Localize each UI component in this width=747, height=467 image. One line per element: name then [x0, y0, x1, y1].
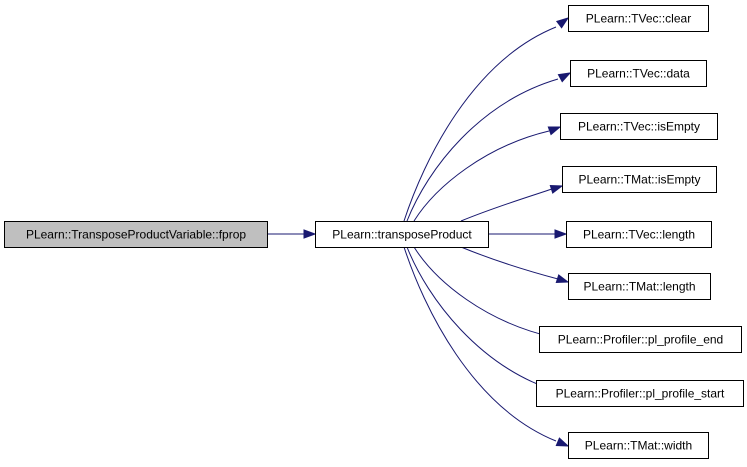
node-n8[interactable]: PLearn::Profiler::pl_profile_end [539, 326, 742, 353]
node-n3[interactable]: PLearn::TVec::data [570, 60, 707, 87]
edge-line [413, 130, 550, 222]
node-label: PLearn::TransposeProductVariable::fprop [26, 228, 246, 242]
node-n4[interactable]: PLearn::TVec::isEmpty [560, 113, 718, 140]
node-box[interactable] [315, 221, 489, 248]
edge-line [460, 246, 559, 280]
node-label: PLearn::Profiler::pl_profile_end [558, 333, 723, 347]
edge-n1-to-n4 [413, 126, 562, 222]
edge-line [406, 78, 559, 222]
edge-n1-to-n6 [488, 229, 568, 239]
arrowhead-icon [549, 184, 564, 194]
edge-line [460, 188, 553, 222]
node-label: PLearn::transposeProduct [332, 228, 472, 242]
node-box[interactable] [4, 221, 268, 248]
edge-line [403, 246, 557, 442]
node-label: PLearn::TMat::length [583, 280, 695, 294]
node-box[interactable] [562, 166, 717, 193]
arrowhead-icon [555, 437, 570, 447]
node-box[interactable] [536, 380, 744, 407]
arrowhead-icon [557, 72, 572, 83]
arrowhead-icon [554, 229, 568, 239]
node-label: PLearn::TMat::isEmpty [578, 173, 700, 187]
node-n5[interactable]: PLearn::TMat::isEmpty [562, 166, 717, 193]
arrowhead-icon [547, 126, 562, 136]
node-box[interactable] [560, 113, 718, 140]
node-n7[interactable]: PLearn::TMat::length [568, 273, 711, 300]
node-box[interactable] [539, 326, 742, 353]
edge-n1-to-n10 [403, 246, 570, 447]
node-n9[interactable]: PLearn::Profiler::pl_profile_start [536, 380, 744, 407]
edge-n1-to-n3 [406, 72, 572, 222]
edge-n0-to-n1 [267, 229, 317, 239]
node-label: PLearn::TVec::length [583, 228, 695, 242]
node-label: PLearn::TVec::clear [586, 12, 691, 26]
arrowhead-icon [555, 17, 570, 29]
edge-n1-to-n2 [403, 17, 570, 222]
node-label: PLearn::TVec::data [587, 67, 690, 81]
node-n1[interactable]: PLearn::transposeProduct [315, 221, 489, 248]
node-box[interactable] [570, 60, 707, 87]
node-n6[interactable]: PLearn::TVec::length [566, 221, 712, 248]
node-n2[interactable]: PLearn::TVec::clear [568, 5, 709, 32]
node-box[interactable] [566, 221, 712, 248]
arrowhead-icon [555, 274, 570, 284]
edge-line [406, 246, 554, 391]
node-n0[interactable]: PLearn::TransposeProductVariable::fprop [4, 221, 268, 248]
node-box[interactable] [568, 273, 711, 300]
node-n10[interactable]: PLearn::TMat::width [568, 432, 709, 459]
node-box[interactable] [568, 5, 709, 32]
node-label: PLearn::Profiler::pl_profile_start [556, 387, 725, 401]
edge-n1-to-n5 [460, 184, 564, 222]
edge-line [403, 26, 557, 222]
node-box[interactable] [568, 432, 709, 459]
edge-n1-to-n7 [460, 246, 570, 284]
node-label: PLearn::TMat::width [585, 439, 692, 453]
arrowhead-icon [303, 229, 317, 239]
edge-line [413, 246, 553, 338]
edges-layer [267, 17, 572, 447]
node-label: PLearn::TVec::isEmpty [578, 120, 700, 134]
